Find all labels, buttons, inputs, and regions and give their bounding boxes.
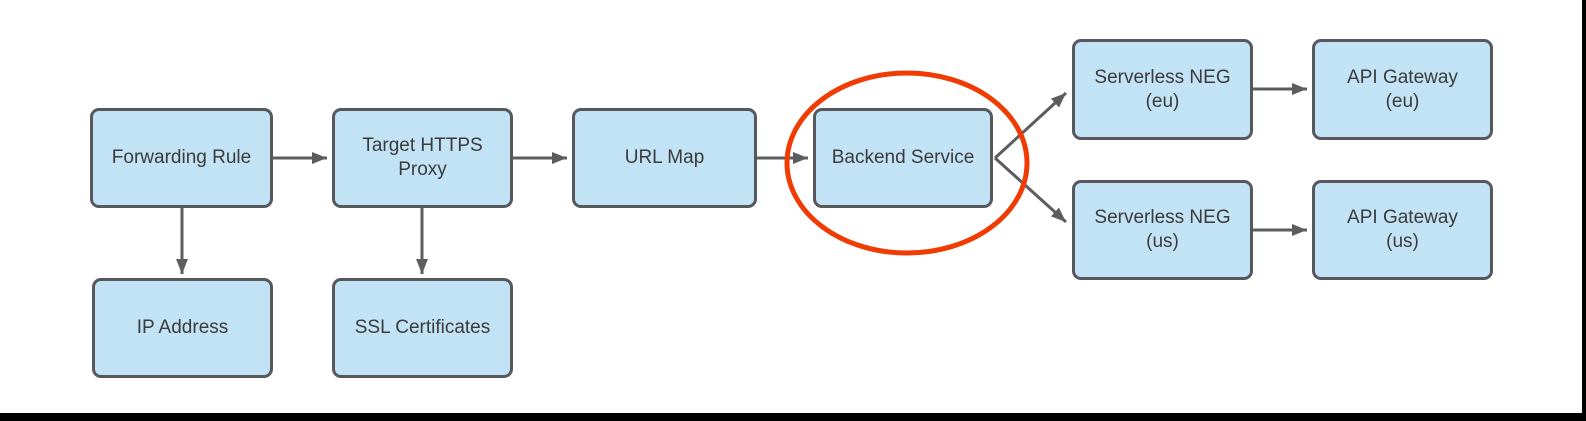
node-forwarding-rule: Forwarding Rule: [90, 108, 273, 208]
node-target-https-proxy: Target HTTPS Proxy: [332, 108, 513, 208]
node-api-gateway-us: API Gateway (us): [1312, 180, 1493, 280]
node-serverless-neg-us: Serverless NEG (us): [1072, 180, 1253, 280]
node-ssl-certificates: SSL Certificates: [332, 278, 513, 378]
edge-backendservice-serverlessnegeu: [993, 91, 1068, 160]
frame-bottom-edge: [0, 413, 1586, 421]
node-url-map: URL Map: [572, 108, 757, 208]
node-serverless-neg-eu: Serverless NEG (eu): [1072, 39, 1253, 140]
edge-backendservice-serverlessnegus: [993, 156, 1068, 224]
node-ip-address: IP Address: [92, 278, 273, 378]
node-backend-service: Backend Service: [813, 108, 993, 208]
node-api-gateway-eu: API Gateway (eu): [1312, 39, 1493, 140]
frame-right-edge: [1582, 0, 1586, 421]
